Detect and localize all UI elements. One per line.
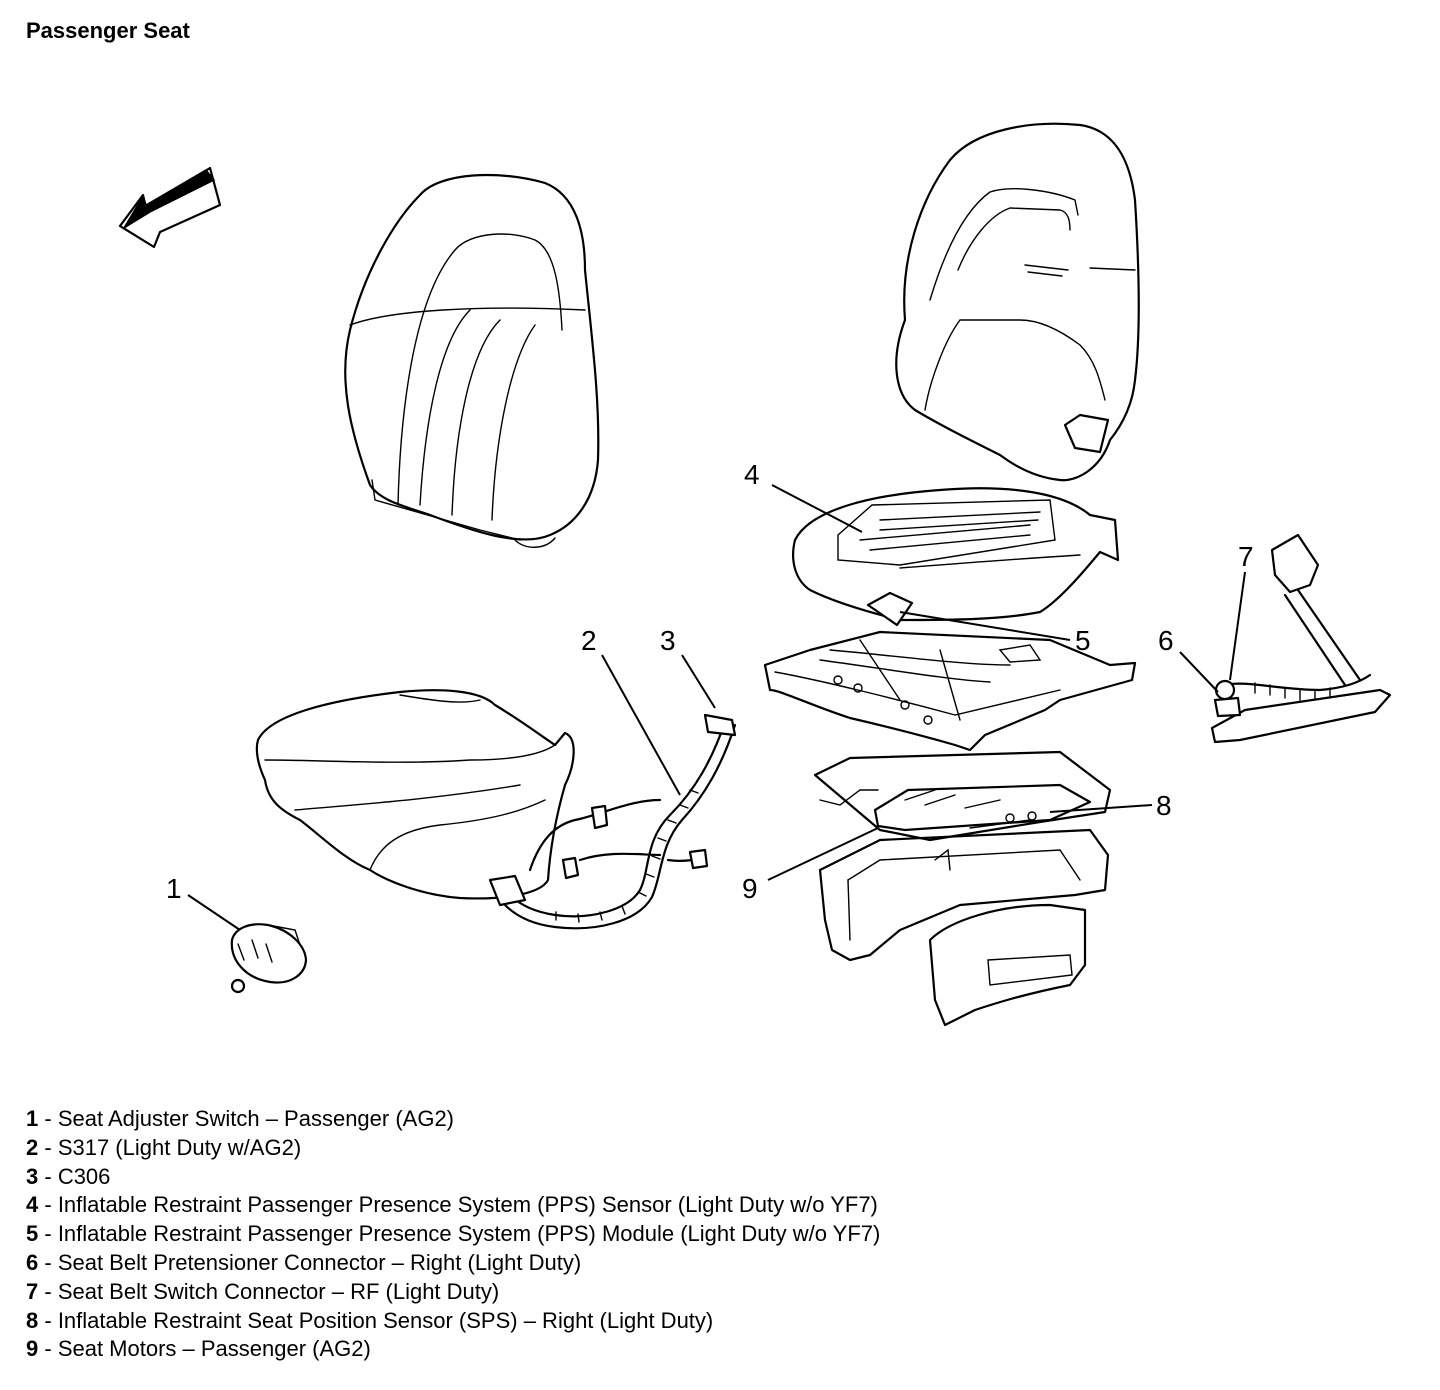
legend-text: Inflatable Restraint Passenger Presence … (57, 1192, 878, 1218)
callout-5: 5 (1075, 625, 1091, 656)
legend-number: 2 (26, 1134, 39, 1160)
legend-text: Seat Motors – Passenger (AG2) (57, 1336, 371, 1362)
legend-number: 7 (26, 1278, 39, 1304)
legend-number: 1 (26, 1106, 39, 1131)
legend-item: 1 - Seat Adjuster Switch – Passenger (AG… (26, 1106, 455, 1131)
page-title: Passenger Seat (26, 18, 190, 43)
callout-4: 4 (744, 459, 760, 490)
callout-3: 3 (660, 625, 676, 656)
callout-8: 8 (1156, 790, 1172, 821)
legend-item: 6 - Seat Belt Pretensioner Connector – R… (26, 1249, 582, 1275)
seat-adjuster-motors (813, 750, 1112, 842)
legend-text: Inflatable Restraint Seat Position Senso… (57, 1307, 714, 1333)
legend-item: 7 - Seat Belt Switch Connector – RF (Lig… (26, 1278, 500, 1304)
legend-number: 6 (26, 1249, 39, 1275)
legend-item: 9 - Seat Motors – Passenger (AG2) (26, 1336, 371, 1362)
front-direction-arrow-icon (118, 166, 222, 249)
seat-adjuster-switch (230, 923, 308, 994)
legend-item: 4 - Inflatable Restraint Passenger Prese… (26, 1192, 878, 1218)
wiring-harness (488, 713, 737, 930)
legend-text: Seat Belt Switch Connector – RF (Light D… (57, 1278, 500, 1304)
seat-cushion-cover (255, 689, 575, 900)
exploded-seat-diagram: 1 2 3 4 5 6 7 8 9 (118, 122, 1392, 1027)
legend-text: Seat Adjuster Switch – Passenger (AG2) (57, 1106, 455, 1131)
callout-2: 2 (581, 625, 597, 656)
pps-sensor-cushion (792, 487, 1120, 627)
legend-text: S317 (Light Duty w/AG2) (57, 1134, 302, 1160)
legend-number: 9 (26, 1336, 39, 1362)
legend-text: Inflatable Restraint Passenger Presence … (57, 1221, 881, 1247)
callout-leaders (187, 484, 1246, 931)
callout-9: 9 (742, 873, 758, 904)
callout-6: 6 (1158, 625, 1174, 656)
parts-legend: 1 - Seat Adjuster Switch – Passenger (AG… (26, 1105, 880, 1364)
seat-pan-frame (763, 630, 1137, 752)
legend-item: 5 - Inflatable Restraint Passenger Prese… (26, 1221, 881, 1247)
legend-item: 3 - C306 (26, 1163, 111, 1189)
legend-number: 4 (26, 1192, 39, 1218)
legend-number: 5 (26, 1221, 39, 1247)
callout-7: 7 (1238, 541, 1254, 572)
legend-text: C306 (57, 1163, 111, 1189)
seat-back-cover (344, 173, 600, 548)
seat-back-frame (895, 122, 1140, 482)
seat-riser-base (818, 828, 1110, 1027)
legend-text: Seat Belt Pretensioner Connector – Right… (57, 1249, 582, 1275)
legend-item: 2 - S317 (Light Duty w/AG2) (26, 1134, 302, 1160)
legend-number: 3 (26, 1163, 39, 1189)
seat-belt-buckle (1210, 533, 1392, 744)
callout-1: 1 (166, 873, 182, 904)
legend-number: 8 (26, 1307, 39, 1333)
legend-item: 8 - Inflatable Restraint Seat Position S… (26, 1307, 714, 1333)
